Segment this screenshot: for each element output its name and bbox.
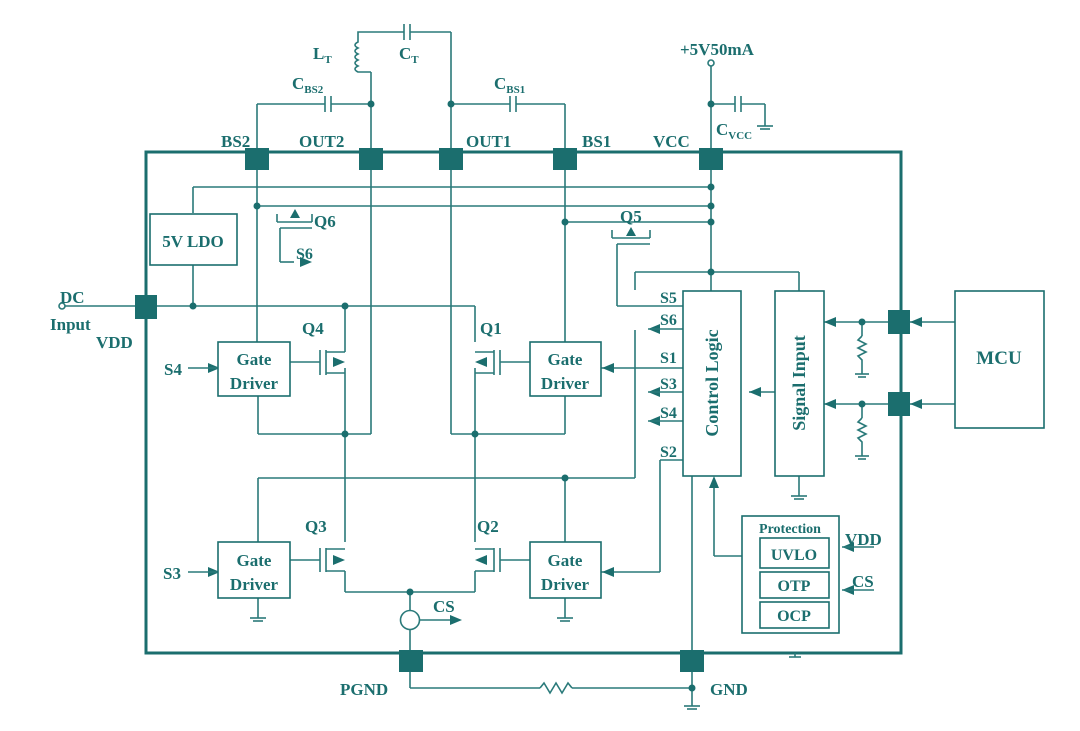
cs-label: CS bbox=[433, 597, 455, 616]
pin-signal-2 bbox=[888, 392, 910, 416]
control-logic-block bbox=[682, 290, 742, 477]
s5-label: S5 bbox=[660, 290, 677, 307]
s2-label: S2 bbox=[660, 444, 677, 461]
pin-label-out2: OUT2 bbox=[299, 132, 344, 151]
cbs2-subscript: BS2 bbox=[304, 84, 323, 96]
otp-label: OTP bbox=[778, 578, 811, 595]
dc-label: DC bbox=[60, 288, 85, 307]
q3-label: Q3 bbox=[305, 517, 327, 536]
prot-vdd-label: VDD bbox=[845, 530, 882, 549]
mcu-block bbox=[954, 290, 1045, 429]
protection-title: Protection bbox=[759, 522, 821, 537]
lt-label: L bbox=[313, 44, 324, 63]
cbs1-subscript: BS1 bbox=[506, 84, 525, 96]
svg-text:CT: CT bbox=[399, 44, 419, 66]
s4-input-label: S4 bbox=[164, 360, 182, 379]
svg-text:CBS1: CBS1 bbox=[494, 74, 525, 96]
cbs2-label: C bbox=[292, 74, 304, 93]
ocp-label: OCP bbox=[777, 608, 811, 625]
pin-out1 bbox=[439, 148, 463, 170]
q5-label: Q5 bbox=[620, 207, 642, 226]
pin-bs2 bbox=[245, 148, 269, 170]
ldo-block bbox=[149, 213, 238, 266]
pin-gnd bbox=[680, 650, 704, 672]
ldo-label: 5V LDO bbox=[162, 232, 224, 251]
svg-text:CVCC: CVCC bbox=[716, 120, 752, 142]
svg-text:CBS2: CBS2 bbox=[292, 74, 324, 96]
q4-label: Q4 bbox=[302, 319, 324, 338]
pin-out2 bbox=[359, 148, 383, 170]
pin-label-vcc: VCC bbox=[653, 132, 690, 151]
pin-label-bs1: BS1 bbox=[582, 132, 611, 151]
s3-label: S3 bbox=[660, 376, 677, 393]
pin-label-out1: OUT1 bbox=[466, 132, 511, 151]
svg-text:LT: LT bbox=[313, 44, 332, 66]
supply-label: +5V50mA bbox=[680, 40, 755, 59]
gd-q1-line1: Gate bbox=[548, 350, 583, 369]
mcu-label: MCU bbox=[976, 348, 1022, 369]
pin-vdd bbox=[135, 295, 157, 319]
pin-label-bs2: BS2 bbox=[221, 132, 250, 151]
pin-signal-1 bbox=[888, 310, 910, 334]
pin-vcc bbox=[699, 148, 723, 170]
gd-q2-line1: Gate bbox=[548, 551, 583, 570]
signal-input-block bbox=[774, 290, 825, 477]
otp-block bbox=[759, 571, 830, 599]
uvlo-block bbox=[759, 537, 830, 569]
uvlo-label: UVLO bbox=[771, 547, 817, 564]
top-external-network bbox=[256, 24, 773, 152]
labels: BS2 OUT2 OUT1 BS1 VCC +5V50mA LT CT CBS2… bbox=[50, 40, 1022, 699]
ocp-block bbox=[759, 601, 830, 629]
signal-input-label: Signal Input bbox=[789, 335, 809, 431]
pin-bs1 bbox=[553, 148, 577, 170]
junction-dots bbox=[189, 183, 866, 692]
gd-q3-line1: Gate bbox=[237, 551, 272, 570]
cbs1-label: C bbox=[494, 74, 506, 93]
gd-q3-line2: Driver bbox=[230, 575, 279, 594]
gate-driver-q4 bbox=[217, 341, 291, 397]
lt-subscript: T bbox=[324, 54, 332, 66]
cvcc-label: C bbox=[716, 120, 728, 139]
s1-label: S1 bbox=[660, 350, 677, 367]
s3-input-label: S3 bbox=[163, 564, 181, 583]
gd-q4-line1: Gate bbox=[237, 350, 272, 369]
pin-pgnd bbox=[399, 650, 423, 672]
s6-input-label: S6 bbox=[296, 246, 313, 263]
pgnd-label: PGND bbox=[340, 680, 388, 699]
control-logic-label: Control Logic bbox=[702, 329, 722, 436]
ct-subscript: T bbox=[411, 54, 419, 66]
ct-label: C bbox=[399, 44, 411, 63]
q6-label: Q6 bbox=[314, 212, 336, 231]
cvcc-subscript: VCC bbox=[728, 130, 752, 142]
gate-driver-q2 bbox=[529, 541, 602, 599]
gate-driver-q3 bbox=[217, 541, 291, 599]
gnd-label: GND bbox=[710, 680, 748, 699]
transistor-arrows bbox=[188, 209, 922, 631]
s4-label: S4 bbox=[660, 405, 677, 422]
q1-label: Q1 bbox=[480, 319, 502, 338]
gd-q2-line2: Driver bbox=[541, 575, 590, 594]
s6-label: S6 bbox=[660, 312, 677, 329]
gd-q4-line2: Driver bbox=[230, 374, 279, 393]
gd-q1-line2: Driver bbox=[541, 374, 590, 393]
vdd-pin-label: VDD bbox=[96, 333, 133, 352]
input-label: Input bbox=[50, 315, 91, 334]
q2-label: Q2 bbox=[477, 517, 499, 536]
prot-cs-label: CS bbox=[852, 572, 874, 591]
gate-driver-q1 bbox=[529, 341, 602, 397]
